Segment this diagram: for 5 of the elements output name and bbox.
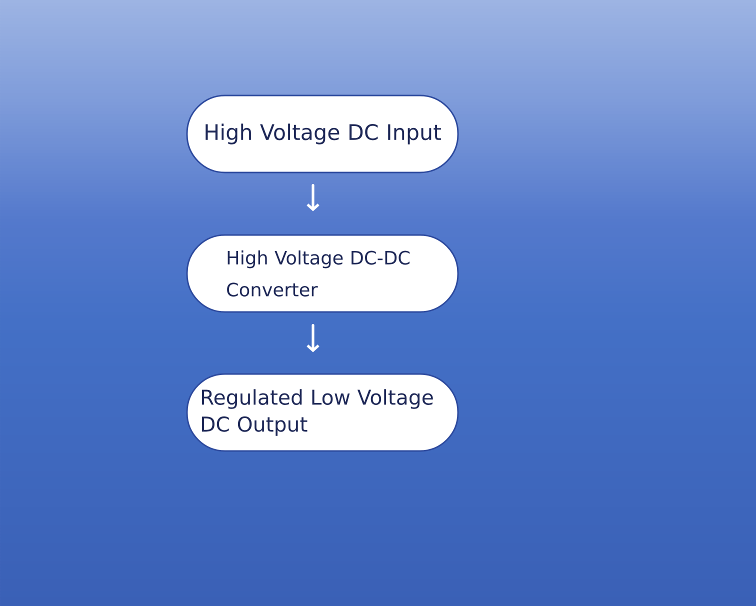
- process-box: High Voltage DC-DC Converter: [186, 234, 459, 313]
- process-box: High Voltage DC Input: [186, 94, 459, 174]
- arrow: [306, 324, 320, 352]
- process-box: Regulated Low Voltage DC Output: [186, 373, 459, 452]
- arrow: [306, 184, 320, 212]
